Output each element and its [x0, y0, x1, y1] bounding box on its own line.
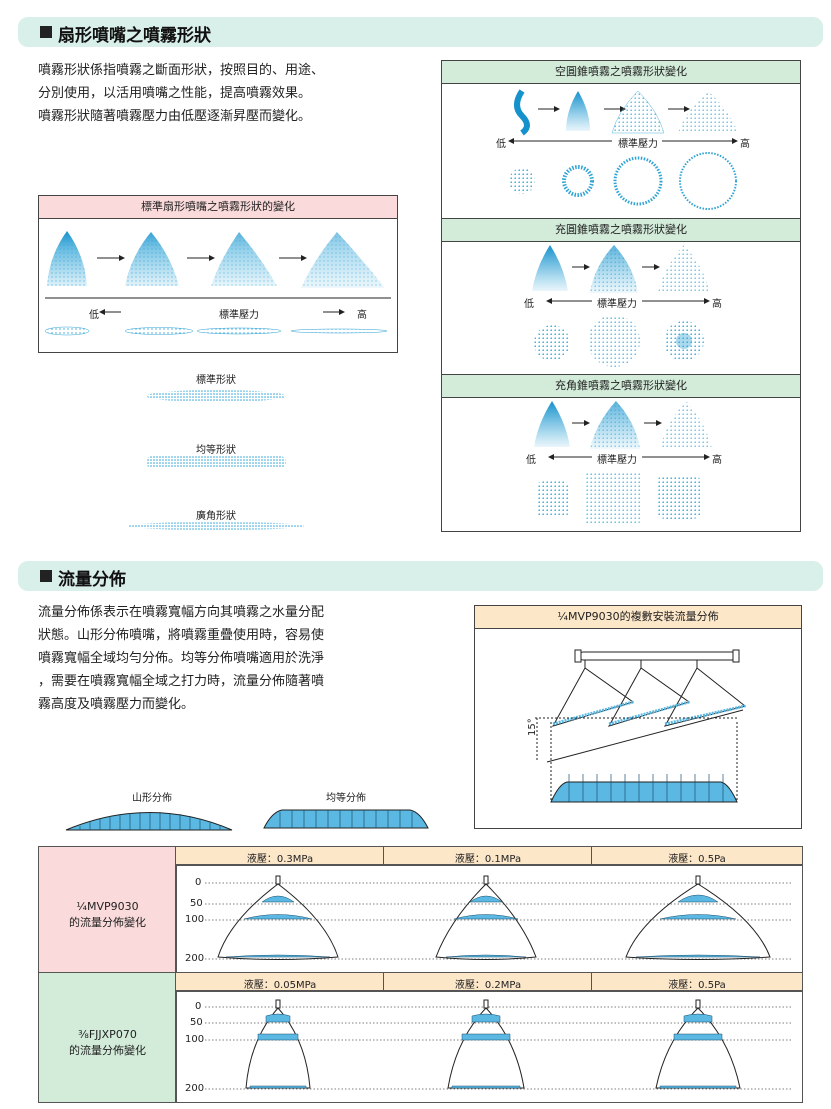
square-bullet-icon [40, 570, 52, 582]
row1-tick-50: 50 [190, 898, 203, 909]
shape-label-wide: 廣角形狀 [196, 511, 236, 522]
table-row1-label: ¼MVP9030 的流量分佈變化 [38, 846, 177, 974]
cone-box-column: 空圓錐噴霧之噴霧形狀變化 充圓錐噴霧之噴霧形狀變化 充角錐噴霧之噴霧形狀變化 [441, 60, 801, 532]
fan-box-caption: 標準扇形噴嘴之噴霧形狀的變化 [39, 196, 397, 219]
row2-desc: 的流量分佈變化 [69, 1044, 146, 1057]
hollow-label-high: 高 [740, 139, 750, 150]
square-label-mid: 標準壓力 [597, 455, 637, 466]
para-line: 霧高度及噴霧壓力而變化。 [38, 697, 195, 712]
para-line: 流量分佈係表示在噴霧寬幅方向其噴霧之水量分配 [38, 605, 325, 620]
shape-even [146, 456, 286, 468]
para-line: 噴霧形狀隨著噴霧壓力由低壓逐漸昇壓而變化。 [38, 109, 312, 124]
full-cone-caption: 充圓錐噴霧之噴霧形狀變化 [442, 218, 800, 242]
row1-tick-100: 100 [185, 914, 205, 925]
section-title: 流量分佈 [58, 570, 126, 590]
row2-tick-100: 100 [185, 1034, 205, 1045]
row1-chart [175, 864, 803, 974]
row1-model: ¼MVP9030 [76, 900, 139, 913]
hollow-label-mid: 標準壓力 [618, 139, 658, 150]
angle-label: 15° [527, 718, 538, 736]
row1-desc: 的流量分佈變化 [69, 916, 146, 929]
row1-pressure-3: 液壓：0.5Pa [591, 846, 803, 866]
full-label-high: 高 [712, 299, 722, 310]
para-line: 噴霧寬幅全域均勻分佈。均等分佈噴嘴適用於洗淨 [38, 651, 325, 666]
para-line: ，需要在噴霧寬幅全域之打力時，流量分佈隨著噴 [38, 674, 325, 689]
row2-tick-200: 200 [185, 1083, 205, 1094]
cone-diagrams [508, 89, 738, 525]
even-label: 均等分佈 [326, 793, 366, 804]
row2-chart [175, 990, 803, 1103]
para-line: 分別使用，以活用噴嘴之性能，提高噴霧效果。 [38, 86, 312, 101]
row1-tick-0: 0 [195, 877, 202, 888]
fan-spray-diagram [44, 231, 391, 336]
shape-wide [128, 522, 304, 530]
row1-pressure-1: 液壓：0.3MPa [175, 846, 385, 866]
full-label-low: 低 [524, 299, 534, 310]
section2-paragraph: 流量分佈係表示在噴霧寬幅方向其噴霧之水量分配 狀態。山形分佈噴嘴，將噴霧重疊使用… [38, 601, 398, 716]
square-label-high: 高 [712, 455, 722, 466]
para-line: 狀態。山形分佈噴嘴，將噴霧重疊使用時，容易使 [38, 628, 325, 643]
row2-pressure-1: 液壓：0.05MPa [175, 972, 385, 992]
hollow-cone-caption: 空圓錐噴霧之噴霧形狀變化 [442, 61, 800, 84]
square-cone-caption: 充角錐噴霧之噴霧形狀變化 [442, 374, 800, 398]
multi-install-diagram [535, 649, 747, 803]
section1-paragraph: 噴霧形狀係指噴霧之斷面形狀，按照目的、用途、 分別使用，以活用噴嘴之性能，提高噴… [38, 59, 398, 128]
shape-standard [146, 390, 286, 402]
even-distribution [263, 809, 429, 829]
row2-tick-0: 0 [195, 1001, 202, 1012]
table-row2-label: ⅜FJJXP070 的流量分佈變化 [38, 972, 177, 1103]
para-line: 噴霧形狀係指噴霧之斷面形狀，按照目的、用途、 [38, 63, 325, 78]
mountain-distribution [65, 812, 233, 831]
section-header-flow-distribution: 流量分佈 [18, 561, 823, 591]
row1-tick-200: 200 [185, 953, 205, 964]
multi-install-caption: ¼MVP9030的複數安裝流量分佈 [475, 606, 801, 629]
row1-pressure-2: 液壓：0.1MPa [383, 846, 593, 866]
multi-install-box: ¼MVP9030的複數安裝流量分佈 15° [474, 605, 802, 829]
fan-nozzle-box: 標準扇形噴嘴之噴霧形狀的變化 [38, 195, 398, 353]
square-label-low: 低 [526, 455, 536, 466]
hollow-label-low: 低 [496, 139, 506, 150]
label-standard-pressure: 標準壓力 [219, 310, 259, 321]
section-title: 扇形噴嘴之噴霧形狀 [58, 26, 211, 46]
mountain-label: 山形分佈 [132, 793, 172, 804]
row2-model: ⅜FJJXP070 [78, 1028, 137, 1041]
full-label-mid: 標準壓力 [597, 299, 637, 310]
row2-tick-50: 50 [190, 1017, 203, 1028]
label-high: 高 [357, 310, 367, 321]
shape-label-even: 均等形狀 [196, 445, 236, 456]
label-low: 低 [89, 310, 99, 321]
square-bullet-icon [40, 26, 52, 38]
section-header-spray-shape: 扇形噴嘴之噴霧形狀 [18, 17, 823, 47]
shape-label-standard: 標準形狀 [196, 375, 236, 386]
row2-pressure-3: 液壓：0.5Pa [591, 972, 803, 992]
row2-pressure-2: 液壓：0.2MPa [383, 972, 593, 992]
